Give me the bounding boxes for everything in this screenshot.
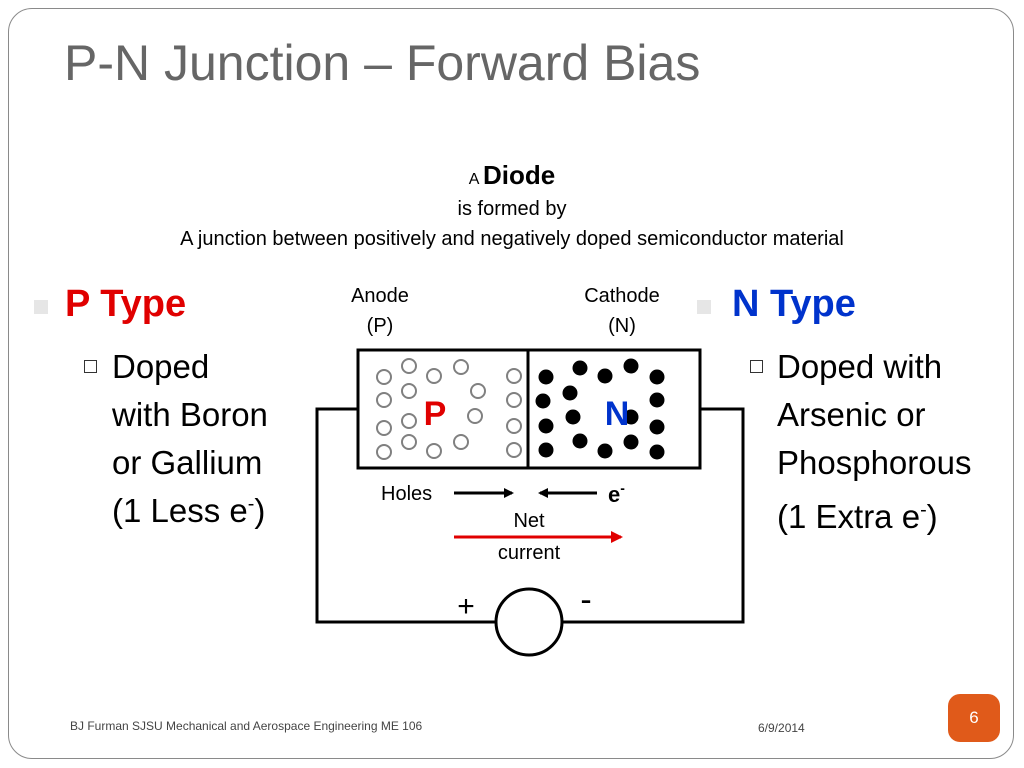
anode-label: Anode bbox=[351, 285, 409, 307]
circuit-wire bbox=[315, 407, 745, 624]
hole-dot bbox=[376, 444, 392, 460]
p-type-line-2: with Boron bbox=[112, 396, 268, 433]
hole-dot bbox=[376, 369, 392, 385]
electron-dot bbox=[649, 369, 665, 385]
electron-dot bbox=[623, 434, 639, 450]
cathode-sub-label: (N) bbox=[608, 315, 636, 337]
slide-title: P-N Junction – Forward Bias bbox=[64, 35, 701, 91]
electron-dot bbox=[597, 368, 613, 384]
subtitle-prefix: A bbox=[468, 171, 479, 188]
subtitle-line-2: is formed by bbox=[457, 198, 567, 220]
bullet-square-icon bbox=[697, 300, 711, 314]
p-region-label: P bbox=[424, 395, 447, 433]
net-current-label-1: Net bbox=[513, 510, 545, 532]
n-type-line-4-text: (1 Extra e bbox=[777, 498, 921, 535]
minus-terminal-label: - bbox=[580, 581, 591, 619]
electron-dot bbox=[649, 419, 665, 435]
subtitle-line-1: A Diode bbox=[0, 160, 1024, 191]
hole-dot bbox=[376, 392, 392, 408]
electron-dot bbox=[623, 409, 639, 425]
p-type-line-4-text: (1 Less e bbox=[112, 492, 248, 529]
subtitle-term: Diode bbox=[483, 160, 556, 190]
n-type-line-1: Doped with bbox=[777, 348, 943, 385]
electron-dot bbox=[597, 443, 613, 459]
footer-date: 6/9/2014 bbox=[758, 721, 805, 735]
p-type-superscript: - bbox=[247, 493, 255, 515]
electron-dot bbox=[538, 442, 554, 458]
hole-dot bbox=[453, 434, 469, 450]
electron-dot bbox=[538, 369, 554, 385]
electron-dot bbox=[649, 444, 665, 460]
subtitle-line-3: A junction between positively and negati… bbox=[180, 228, 844, 250]
cathode-label: Cathode bbox=[584, 285, 660, 307]
hole-dot bbox=[401, 383, 417, 399]
p-type-closing: ) bbox=[254, 492, 266, 529]
anode-sub-label: (P) bbox=[367, 315, 394, 337]
holes-group bbox=[376, 358, 522, 460]
hole-dot bbox=[426, 368, 442, 384]
electron-dot bbox=[572, 433, 588, 449]
hole-dot bbox=[401, 358, 417, 374]
p-type-line-3: or Gallium bbox=[112, 444, 263, 481]
n-type-line-4: (1 Extra e-) bbox=[777, 500, 938, 533]
p-type-line-4: (1 Less e-) bbox=[112, 494, 265, 527]
hole-dot bbox=[506, 418, 522, 434]
hole-dot bbox=[467, 408, 483, 424]
plus-terminal-label: + bbox=[457, 590, 475, 623]
n-region bbox=[526, 348, 702, 470]
n-region-label: N bbox=[605, 395, 630, 433]
n-type-closing: ) bbox=[926, 498, 938, 535]
electron-label: e- bbox=[608, 480, 625, 507]
p-type-heading: P Type bbox=[65, 283, 187, 325]
checkbox-bullet-icon bbox=[84, 360, 97, 373]
bullet-square-icon bbox=[34, 300, 48, 314]
hole-dot bbox=[376, 420, 392, 436]
n-type-heading: N Type bbox=[732, 283, 856, 325]
electron-dot bbox=[649, 392, 665, 408]
hole-dot bbox=[506, 368, 522, 384]
hole-dot bbox=[401, 434, 417, 450]
electron-dot bbox=[623, 358, 639, 374]
electrons-group bbox=[535, 358, 665, 460]
hole-dot bbox=[453, 359, 469, 375]
n-type-line-3: Phosphorous bbox=[777, 444, 972, 481]
hole-dot bbox=[506, 392, 522, 408]
n-type-superscript: - bbox=[920, 499, 927, 521]
hole-dot bbox=[506, 442, 522, 458]
electron-dot bbox=[562, 385, 578, 401]
electron-dot bbox=[538, 418, 554, 434]
footer-author: BJ Furman SJSU Mechanical and Aerospace … bbox=[70, 719, 423, 733]
hole-dot bbox=[426, 443, 442, 459]
hole-dot bbox=[470, 383, 486, 399]
net-current-label-2: current bbox=[498, 542, 561, 564]
n-type-line-2: Arsenic or bbox=[777, 396, 926, 433]
voltage-source bbox=[494, 587, 564, 657]
checkbox-bullet-icon bbox=[750, 360, 763, 373]
hole-dot bbox=[401, 413, 417, 429]
holes-label: Holes bbox=[381, 483, 432, 505]
electron-dot bbox=[535, 393, 551, 409]
page-number-badge: 6 bbox=[948, 694, 1000, 742]
electron-dot bbox=[565, 409, 581, 425]
electron-dot bbox=[572, 360, 588, 376]
p-type-line-1: Doped bbox=[112, 348, 210, 385]
